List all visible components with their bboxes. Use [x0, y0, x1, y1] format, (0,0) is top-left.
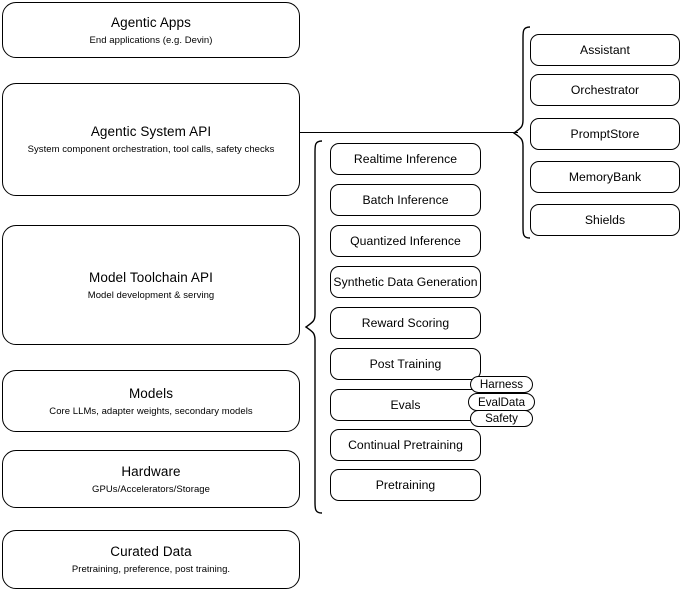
eval-pill-safety[interactable]: Safety: [470, 410, 533, 427]
system-chip-promptstore[interactable]: PromptStore: [530, 118, 680, 150]
toolchain-chip-post-training[interactable]: Post Training: [330, 348, 481, 380]
layer-subtitle: Model development & serving: [87, 289, 215, 301]
toolchain-chip-continual-pretraining[interactable]: Continual Pretraining: [330, 429, 481, 461]
layer-subtitle: End applications (e.g. Devin): [89, 34, 213, 46]
chip-label: Realtime Inference: [353, 152, 458, 166]
layer-subtitle: System component orchestration, tool cal…: [27, 144, 275, 155]
layer-title: Hardware: [121, 463, 181, 479]
system-chip-shields[interactable]: Shields: [530, 204, 680, 236]
pill-label: Harness: [479, 378, 524, 391]
toolchain-chip-quantized-inference[interactable]: Quantized Inference: [330, 225, 481, 257]
chip-label: Synthetic Data Generation: [333, 275, 478, 289]
layer-card-agentic-system-api[interactable]: Agentic System API System component orch…: [2, 83, 300, 196]
layer-title: Agentic Apps: [110, 14, 191, 30]
eval-pill-evaldata[interactable]: EvalData: [468, 393, 535, 411]
toolchain-chip-batch-inference[interactable]: Batch Inference: [330, 184, 481, 216]
chip-label: Assistant: [580, 43, 630, 57]
chip-label: Batch Inference: [362, 193, 449, 207]
chip-label: Orchestrator: [570, 83, 640, 97]
eval-pill-harness[interactable]: Harness: [470, 376, 533, 393]
pill-label: Safety: [485, 412, 518, 425]
layer-card-model-toolchain-api[interactable]: Model Toolchain API Model development & …: [2, 225, 300, 345]
layer-subtitle: GPUs/Accelerators/Storage: [92, 483, 210, 495]
chip-label: Pretraining: [375, 478, 436, 492]
layer-card-agentic-apps[interactable]: Agentic Apps End applications (e.g. Devi…: [2, 2, 300, 58]
chip-label: Quantized Inference: [350, 234, 461, 248]
pill-label: EvalData: [477, 395, 526, 409]
layer-title: Agentic System API: [90, 124, 212, 139]
toolchain-chip-evals[interactable]: Evals: [330, 389, 481, 421]
layer-card-models[interactable]: Models Core LLMs, adapter weights, secon…: [2, 370, 300, 432]
layer-title: Curated Data: [110, 544, 192, 559]
chip-label: PromptStore: [570, 127, 640, 141]
chip-label: Shields: [584, 213, 626, 227]
chip-label: Evals: [390, 398, 421, 412]
chip-label: Continual Pretraining: [348, 438, 463, 452]
system-chip-orchestrator[interactable]: Orchestrator: [530, 74, 680, 106]
connector-system-api-to-components: [300, 132, 518, 134]
system-chip-memorybank[interactable]: MemoryBank: [530, 161, 680, 193]
system-chip-assistant[interactable]: Assistant: [530, 34, 680, 66]
chip-label: Reward Scoring: [361, 316, 450, 330]
layer-card-curated-data[interactable]: Curated Data Pretraining, preference, po…: [2, 530, 300, 589]
chip-label: Post Training: [369, 357, 442, 371]
layer-title: Model Toolchain API: [89, 269, 213, 285]
brace-system-components: [512, 26, 532, 240]
toolchain-chip-synthetic-data-generation[interactable]: Synthetic Data Generation: [330, 266, 481, 298]
toolchain-chip-realtime-inference[interactable]: Realtime Inference: [330, 143, 481, 175]
layer-subtitle: Pretraining, preference, post training.: [71, 564, 231, 575]
chip-label: MemoryBank: [568, 170, 642, 184]
toolchain-chip-reward-scoring[interactable]: Reward Scoring: [330, 307, 481, 339]
layer-subtitle: Core LLMs, adapter weights, secondary mo…: [49, 405, 253, 417]
toolchain-chip-pretraining[interactable]: Pretraining: [330, 469, 481, 501]
layer-title: Models: [128, 385, 174, 401]
brace-toolchain: [304, 140, 324, 515]
layer-card-hardware[interactable]: Hardware GPUs/Accelerators/Storage: [2, 450, 300, 508]
